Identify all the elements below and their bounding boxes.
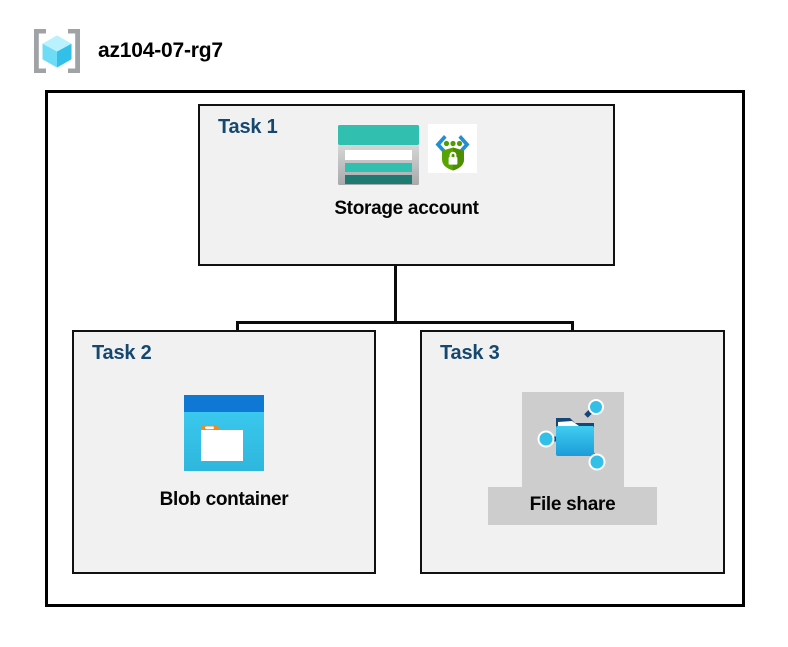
file-share-icon-highlight [521,392,624,487]
task-box-3[interactable]: Task 3 [420,330,725,574]
node-caption-file-share: File share [529,494,616,515]
file-share-icon [534,396,612,481]
task-box-2[interactable]: Task 2 Blob container [72,330,376,574]
resource-group-header: az104-07-rg7 [30,26,223,76]
file-share-caption-highlight: File share [487,487,658,525]
task-label-2: Task 2 [92,342,152,364]
blob-container-icon [183,394,265,477]
secure-endpoint-shield-icon [427,124,477,178]
node-caption-blob-container: Blob container [159,489,289,510]
storage-account-icon [337,124,420,191]
node-file-share[interactable]: File share [422,392,723,525]
node-storage-account[interactable]: Storage account [200,124,613,220]
node-blob-container[interactable]: Blob container [74,394,374,511]
task-label-1: Task 1 [218,116,278,138]
resource-group-name: az104-07-rg7 [98,39,223,62]
resource-group-icon [30,26,84,76]
task-label-3: Task 3 [440,342,500,364]
task-box-1[interactable]: Task 1 [198,104,615,266]
node-caption-storage-account: Storage account [334,198,479,219]
connector-storage-trunk [394,266,397,324]
connector-horizontal-bus [236,321,574,324]
